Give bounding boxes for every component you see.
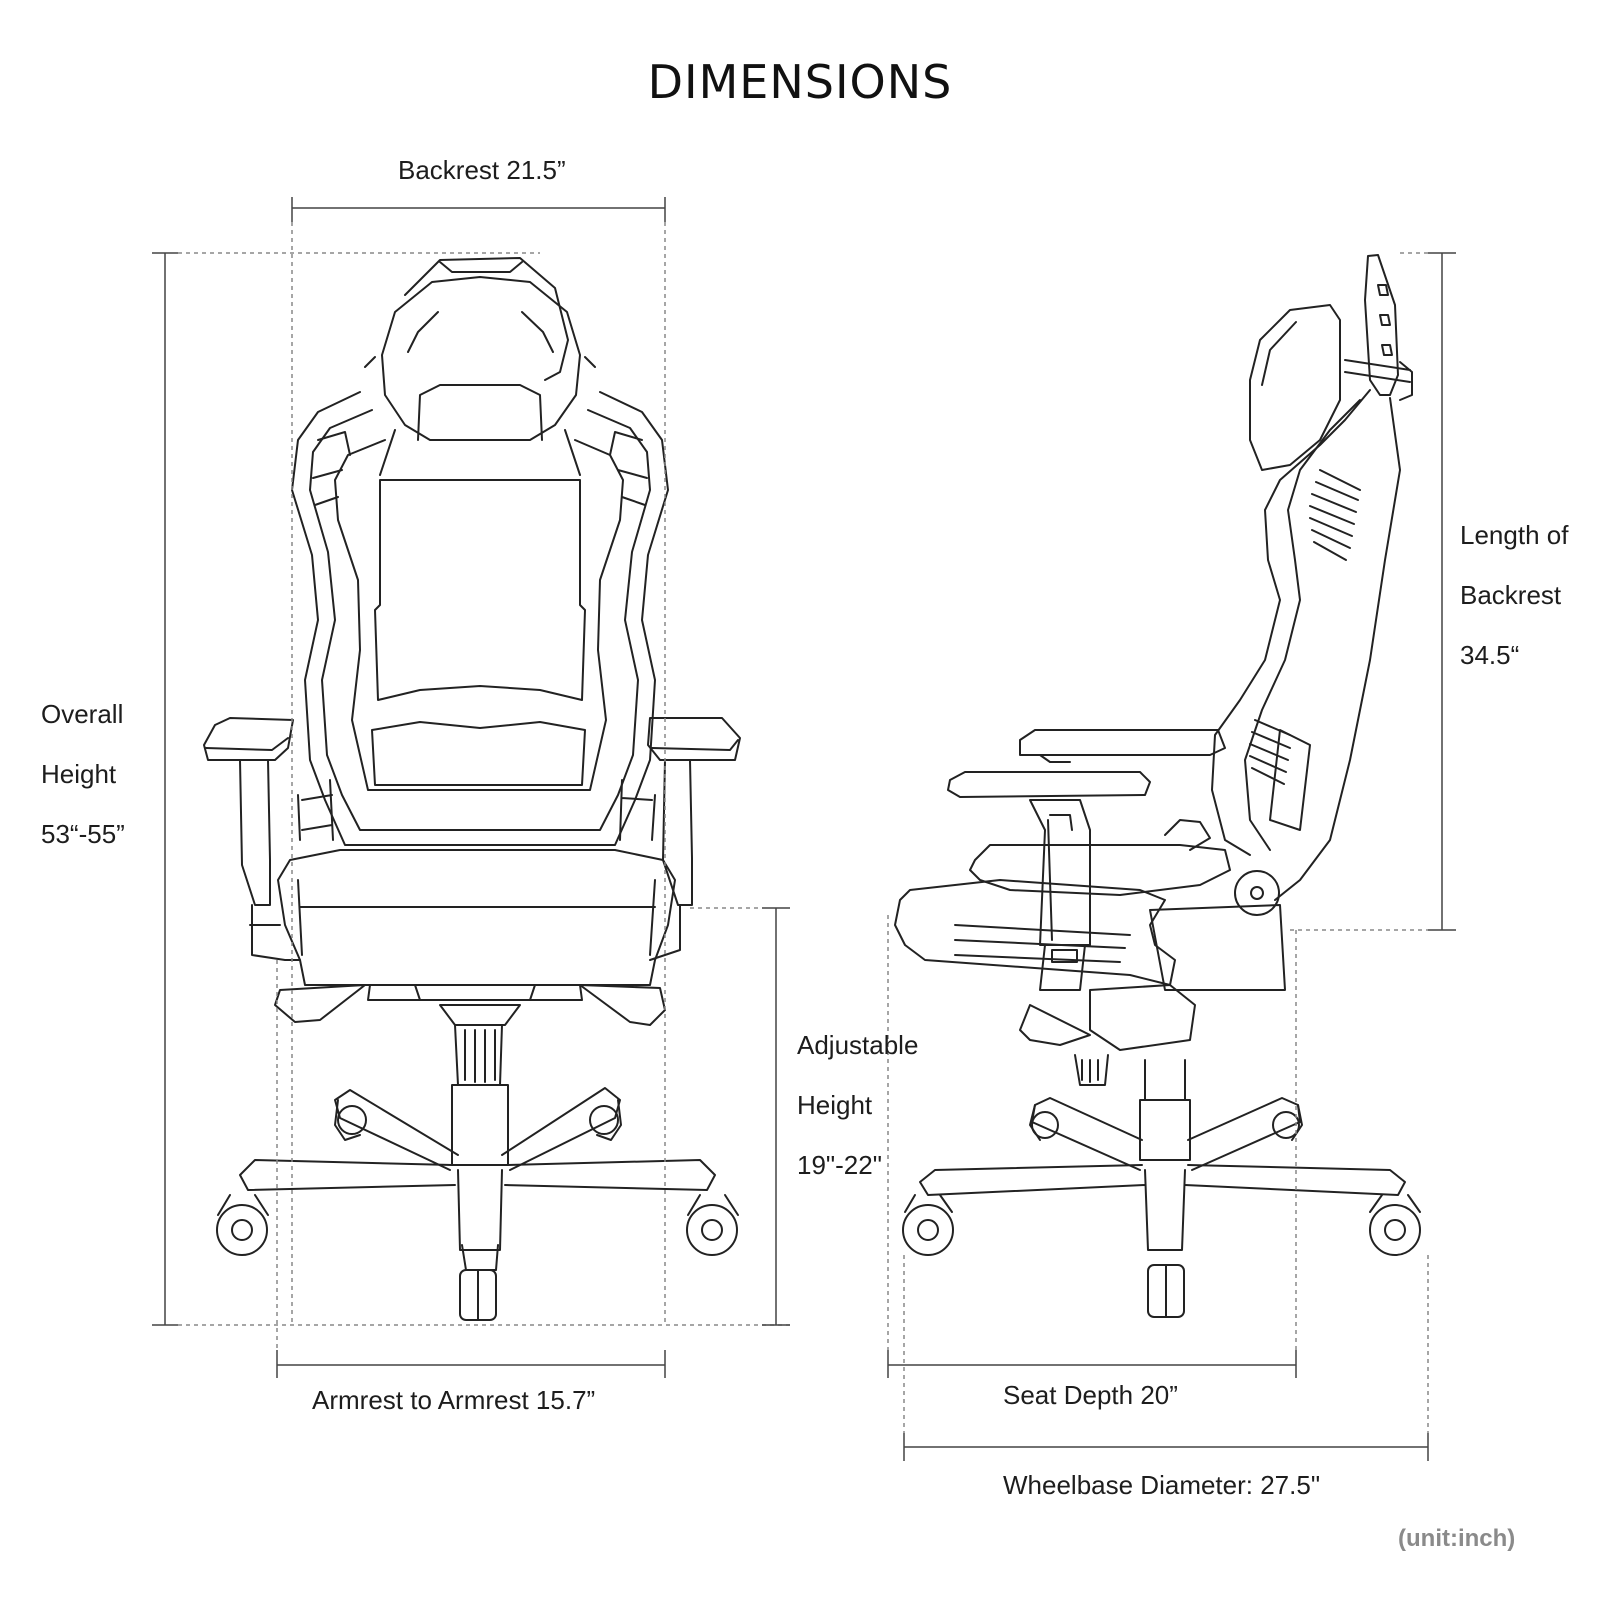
dimension-lines	[152, 197, 1456, 1461]
overall-height-line-3: 53“-55”	[41, 819, 125, 849]
backrest-width-label: Backrest 21.5”	[398, 155, 566, 185]
seat-depth-label: Seat Depth 20”	[1003, 1380, 1178, 1410]
backrest-length-line-3: 34.5“	[1460, 640, 1520, 670]
backrest-length-line-2: Backrest	[1460, 580, 1562, 610]
adjustable-height-label: Adjustable Height 19"-22"	[797, 1015, 918, 1195]
adjustable-height-line-1: Adjustable	[797, 1030, 919, 1060]
wheelbase-label: Wheelbase Diameter: 27.5"	[1003, 1470, 1321, 1500]
adjustable-height-line-2: Height	[797, 1090, 873, 1120]
overall-height-label: Overall Height 53“-55”	[41, 684, 125, 864]
page-title: DIMENSIONS	[647, 55, 953, 109]
backrest-length-label: Length of Backrest 34.5“	[1460, 505, 1568, 685]
overall-height-line-1: Overall	[41, 699, 124, 729]
armrest-width-label: Armrest to Armrest 15.7”	[312, 1385, 596, 1415]
adjustable-height-line-3: 19"-22"	[797, 1150, 882, 1180]
side-chair-illustration	[894, 254, 1421, 1318]
unit-note: (unit:inch)	[1398, 1525, 1516, 1552]
overall-height-line-2: Height	[41, 759, 117, 789]
front-chair-illustration	[203, 257, 741, 1321]
backrest-length-line-1: Length of	[1460, 520, 1569, 550]
